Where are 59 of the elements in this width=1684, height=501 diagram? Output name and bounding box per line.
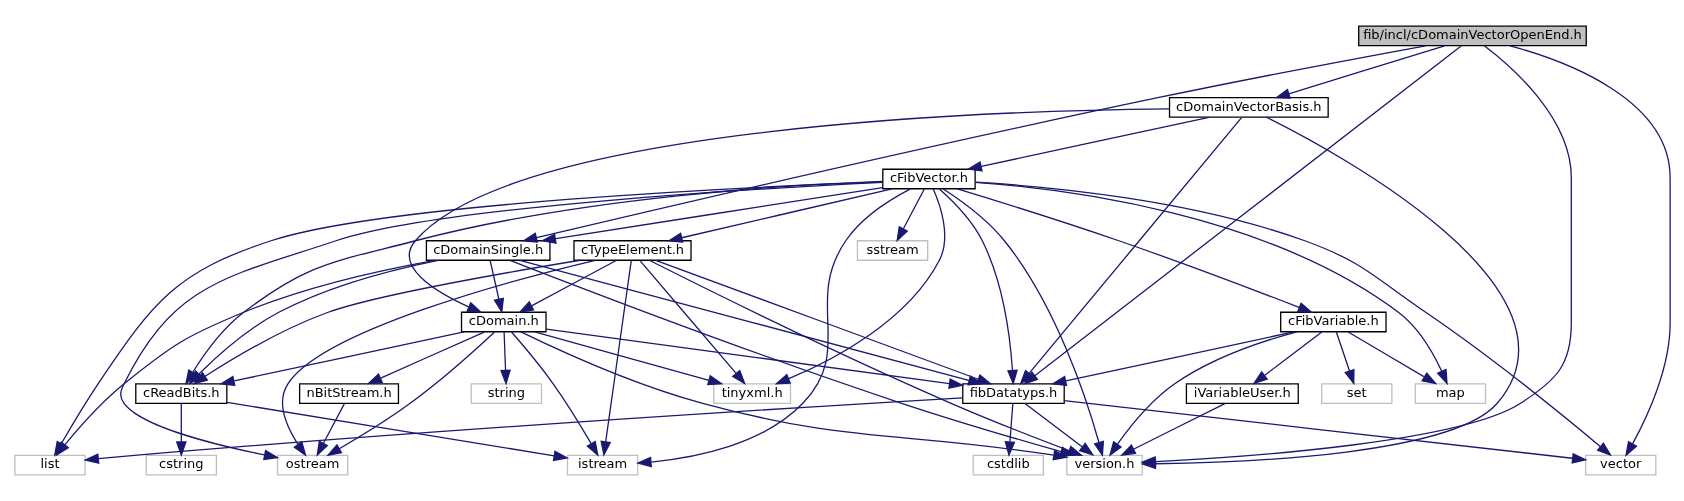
arrow [1274,45,1445,99]
node-box: list [13,454,86,476]
node-box: cReadBits.h [134,383,227,404]
node-box: map [1414,383,1486,404]
arrow [1347,331,1437,385]
arrow [956,188,1313,313]
arrow [510,331,599,457]
node-box: cDomain.h [460,311,547,333]
arrow [774,188,945,385]
arrow [518,259,984,386]
arrow [521,45,1426,243]
node-box: cFibVariable.h [1279,311,1387,333]
node-box: version.h [1065,454,1143,476]
node-box: fib/incl/cDomainVectorOpenEnd.h [1357,25,1587,47]
node-box: cFibVector.h [881,168,976,190]
arrow [895,188,925,243]
arrow [325,331,495,457]
arrow [666,188,893,243]
arrow [82,397,963,465]
arrow [315,403,345,457]
node-box: cDomainVectorBasis.h [1168,97,1329,118]
node-box: set [1320,383,1392,404]
arrow [218,331,465,387]
arrow [638,259,746,385]
arrow [408,108,1170,313]
node-box: nBitStream.h [298,383,399,404]
node-box: vector [1584,454,1656,476]
arrow [1004,403,1015,457]
node-box: string [470,383,542,404]
arrow [489,260,504,314]
arrow [366,331,485,385]
node-box: tinyxml.h [712,383,791,404]
arrow [540,186,883,244]
arrow [281,259,596,457]
node-box: cstdlib [972,454,1044,476]
arrow [1252,331,1322,385]
arrow [1108,331,1298,457]
node-box: iVariableUser.h [1185,383,1299,404]
arrow [599,259,632,457]
arrow [519,331,1069,461]
arrow [1335,331,1355,386]
arrow [226,401,569,462]
arrow [175,403,187,457]
node-box: cDomainSingle.h [425,240,551,261]
arrow [965,116,1210,172]
arrow [545,328,964,389]
node-box: ostream [276,454,348,476]
arrow [1050,331,1294,387]
node-box: cstring [145,454,217,476]
node-box: sstream [856,240,928,261]
arrow [499,331,511,386]
node-box: fibDatatyps.h [961,383,1065,404]
node-box: cTypeElement.h [572,240,692,261]
arrow [1509,45,1671,457]
arrow [1119,402,1226,456]
arrow [635,188,911,468]
node-box: istream [566,454,638,476]
arrow [533,331,723,386]
arrow [517,259,617,313]
